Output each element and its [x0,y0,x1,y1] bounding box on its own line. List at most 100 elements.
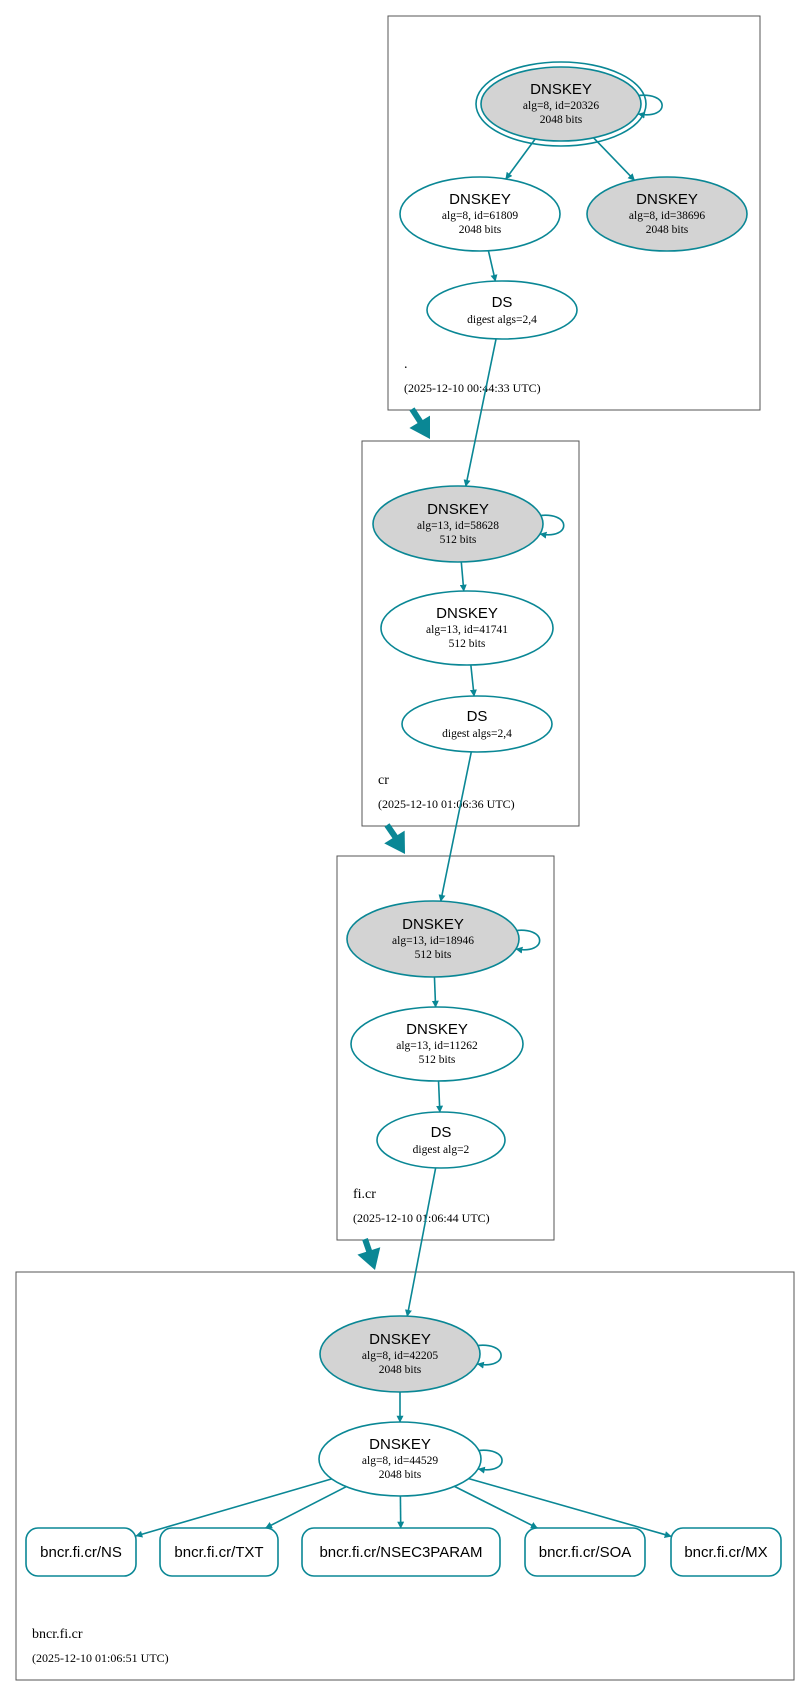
zone-bncr: bncr.fi.cr (2025-12-10 01:06:51 UTC) [15,1271,795,1681]
signature-edge [404,1167,437,1317]
node-key-size: 2048 bits [379,1469,422,1481]
zone-name: . [404,357,408,372]
node-title: DS [431,1124,452,1141]
rrset-node-rr_txt[interactable]: bncr.fi.cr/TXT [159,1527,279,1577]
self-signature-loop [536,514,565,539]
node-title: DNSKEY [427,501,489,518]
node-shape [350,1006,524,1082]
node-key-info: alg=8, id=44529 [362,1455,438,1467]
zone-name: bncr.fi.cr [32,1627,83,1642]
rrset-label: bncr.fi.cr/MX [684,1544,767,1561]
zone-root: . (2025-12-10 00:44:33 UTC) [387,15,761,411]
node-title: DNSKEY [636,191,698,208]
node-shape [426,280,578,340]
node-shape [480,66,642,142]
trust-anchor-ring [475,61,647,147]
signature-edge [487,250,498,282]
node-title: DNSKEY [530,81,592,98]
signature-edge [436,1080,444,1113]
signature-edge [463,338,497,487]
dnskey-node-root_ksk[interactable]: DNSKEY alg=8, id=20326 2048 bits [475,61,663,147]
node-key-info: alg=8, id=42205 [362,1350,438,1362]
dnskey-node-root_zsk[interactable]: DNSKEY alg=8, id=61809 2048 bits [399,176,561,252]
signature-edge [135,1478,332,1538]
rrset-node-rr_mx[interactable]: bncr.fi.cr/MX [670,1527,782,1577]
self-signature-loop [511,929,541,954]
dnskey-node-fi_zsk[interactable]: DNSKEY alg=13, id=11262 512 bits [350,1006,524,1082]
rrset-shape [301,1527,501,1577]
signature-edge [438,751,473,902]
node-title: DNSKEY [402,916,464,933]
zone-name: cr [378,773,389,788]
node-key-size: 512 bits [440,534,477,546]
zone-border [15,1271,795,1681]
node-key-info: alg=8, id=38696 [629,210,705,222]
node-key-size: 2048 bits [540,114,583,126]
node-key-info: alg=8, id=20326 [523,100,599,112]
dnskey-node-root_k2[interactable]: DNSKEY alg=8, id=38696 2048 bits [586,176,748,252]
signature-edge [454,1485,538,1529]
node-shape [318,1421,482,1497]
signature-edge [592,137,636,181]
signature-edge [469,664,477,697]
rrset-node-rr_soa[interactable]: bncr.fi.cr/SOA [524,1527,646,1577]
dnskey-node-cr_ksk[interactable]: DNSKEY alg=13, id=58628 512 bits [372,485,565,563]
node-shape [346,900,520,978]
rrset-shape [159,1527,279,1577]
node-title: DNSKEY [436,605,498,622]
rrset-label: bncr.fi.cr/NS [40,1544,122,1561]
node-title: DNSKEY [449,191,511,208]
rrset-node-rr_nsec3param[interactable]: bncr.fi.cr/NSEC3PARAM [301,1527,501,1577]
rrset-label: bncr.fi.cr/TXT [174,1544,263,1561]
rrset-node-rr_ns[interactable]: bncr.fi.cr/NS [25,1527,137,1577]
node-shape [319,1315,481,1393]
zone-timestamp: (2025-12-10 01:06:44 UTC) [353,1211,490,1225]
node-title: DS [492,294,513,311]
node-shape [399,176,561,252]
node-key-info: alg=13, id=18946 [392,935,474,947]
node-title: DNSKEY [406,1021,468,1038]
node-key-size: 2048 bits [379,1364,422,1376]
node-digest: digest algs=2,4 [442,728,512,740]
zone-cr: cr (2025-12-10 01:06:36 UTC) [361,440,580,827]
rrset-shape [25,1527,137,1577]
node-key-info: alg=8, id=61809 [442,210,518,222]
node-title: DNSKEY [369,1436,431,1453]
ds-node-fi_ds[interactable]: DS digest alg=2 [376,1111,506,1169]
dnskey-node-cr_zsk[interactable]: DNSKEY alg=13, id=41741 512 bits [380,590,554,666]
node-shape [380,590,554,666]
node-title: DS [467,708,488,725]
node-key-info: alg=13, id=11262 [396,1040,478,1052]
node-key-info: alg=13, id=41741 [426,624,508,636]
rrset-shape [670,1527,782,1577]
node-shape [401,695,553,753]
signature-edge [468,1477,672,1538]
zone-timestamp: (2025-12-10 01:06:36 UTC) [378,797,515,811]
node-shape [586,176,748,252]
node-digest: digest alg=2 [413,1144,470,1156]
signature-edge [505,138,536,180]
node-key-size: 512 bits [419,1054,456,1066]
node-key-size: 2048 bits [459,224,502,236]
self-signature-loop [474,1449,503,1474]
rrset-label: bncr.fi.cr/SOA [539,1544,632,1561]
zone-timestamp: (2025-12-10 00:44:33 UTC) [404,381,541,395]
rrset-shape [524,1527,646,1577]
node-shape [372,485,544,563]
zone-name: fi.cr [353,1187,376,1202]
ds-node-cr_ds[interactable]: DS digest algs=2,4 [401,695,553,753]
ds-node-root_ds[interactable]: DS digest algs=2,4 [426,280,578,340]
signature-edge [431,976,439,1008]
delegation-arrow [357,1238,381,1270]
node-key-size: 512 bits [449,638,486,650]
delegation-arrow [409,407,430,439]
node-digest: digest algs=2,4 [467,314,537,326]
zone-timestamp: (2025-12-10 01:06:51 UTC) [32,1651,169,1665]
node-key-size: 2048 bits [646,224,689,236]
dnskey-node-bn_zsk[interactable]: DNSKEY alg=8, id=44529 2048 bits [318,1421,503,1497]
node-key-info: alg=13, id=58628 [417,520,499,532]
rrset-label: bncr.fi.cr/NSEC3PARAM [319,1544,482,1561]
